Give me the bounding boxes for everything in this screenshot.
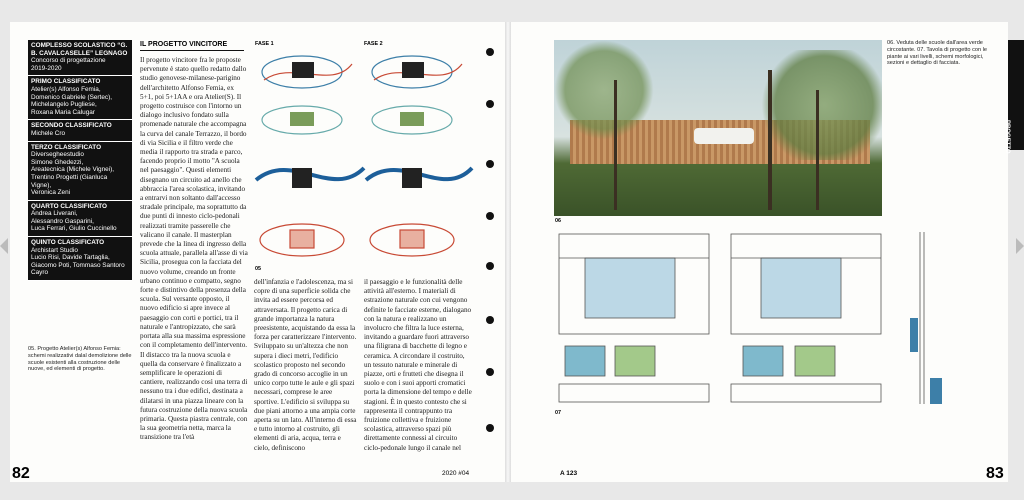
floor-plans-svg — [558, 233, 882, 403]
next-page-icon[interactable] — [1016, 238, 1024, 254]
credit-title: COMPLESSO SCOLASTICO “G. B. CAVALCASELLE… — [31, 42, 128, 57]
credit-line: Cayro — [31, 269, 49, 277]
binding-hole — [486, 424, 494, 432]
phase-2-label: FASE 2 — [364, 41, 383, 47]
figure-number-06: 06 — [555, 218, 561, 224]
facade-detail-drawing — [890, 228, 1000, 408]
credit-line: Veronica Zeni — [31, 189, 71, 197]
credit-line: Alessandro Gasparini, — [31, 217, 94, 225]
credit-line: Areatecnica (Michele Vignei), — [31, 166, 115, 174]
binding-hole — [486, 316, 494, 324]
credit-line: Domenico Gabriele (Sertec), — [31, 93, 112, 101]
page-number-right: 83 — [986, 465, 1004, 482]
credit-line: Trentino Progetti (Gianluca Vigne), — [31, 173, 108, 189]
text-column-3: il paesaggio e le funzionalità delle att… — [364, 278, 472, 456]
phase-1-label: FASE 1 — [255, 41, 274, 47]
credit-title: QUINTO CLASSIFICATO — [31, 239, 105, 247]
credit-title: SECONDO CLASSIFICATO — [31, 122, 112, 130]
credit-line: Archistart Studio — [31, 246, 78, 254]
body-text-3: il paesaggio e le funzionalità delle att… — [364, 278, 472, 452]
magazine-name: A 123 — [560, 470, 578, 477]
figure-number-05: 05 — [255, 266, 261, 272]
tree-trunk — [816, 90, 819, 210]
credit-line: Atelier(s) Alfonso Femia, — [31, 85, 101, 93]
credit-line: Giacomo Poti, Tommaso Santoro — [31, 261, 125, 269]
text-column-1: Il progetto vincitore fra le proposte pe… — [140, 56, 248, 456]
phase-diagrams: FASE 1 FASE 2 05 — [252, 40, 474, 272]
credit-line: Simone Ghedezzi, — [31, 158, 84, 166]
section-title: IL PROGETTO VINCITORE — [140, 41, 244, 51]
credit-line: Michelangelo Pugliese, — [31, 101, 97, 109]
tree-trunk — [614, 80, 617, 210]
body-text-2: dell'infanzia e l'adolescenza, ma si cop… — [254, 278, 357, 452]
binding-hole — [486, 160, 494, 168]
credit-line: Lucio Risi, Davide Tartaglia, — [31, 254, 110, 262]
tree-canopy — [554, 40, 654, 140]
credit-title: QUARTO CLASSIFICATO — [31, 202, 107, 210]
page-number-left: 82 — [12, 465, 30, 482]
credits-sidebar: COMPLESSO SCOLASTICO “G. B. CAVALCASELLE… — [28, 40, 132, 282]
facade-section-svg — [910, 232, 942, 404]
credit-line: Diversegheestudio — [31, 151, 84, 159]
credit-line: Michele Cro — [31, 129, 66, 137]
binding-hole — [486, 368, 494, 376]
section-tab: PROGETTO — [1004, 40, 1024, 154]
phase-diagram-drawing — [254, 55, 474, 257]
binding-hole — [486, 212, 494, 220]
credit-block: COMPLESSO SCOLASTICO “G. B. CAVALCASELLE… — [28, 40, 132, 77]
section-tab-label: PROGETTO — [1004, 120, 1010, 154]
school-render-image — [554, 40, 882, 216]
figure-caption-05: 05. Progetto Atelier(s) Alfonso Femia: s… — [28, 346, 132, 373]
credit-line: Concorso di progettazione — [31, 57, 106, 65]
binding-hole — [486, 48, 494, 56]
tree-trunk — [768, 70, 772, 210]
credit-line: Roxana Maria Calugar — [31, 108, 95, 116]
figure-number-07: 07 — [555, 410, 561, 416]
binding-hole — [486, 100, 494, 108]
text-column-2: dell'infanzia e l'adolescenza, ma si cop… — [254, 278, 358, 456]
binding-hole — [486, 262, 494, 270]
canopy — [694, 128, 754, 144]
credit-title: PRIMO CLASSIFICATO — [31, 78, 101, 86]
credit-title: TERZO CLASSIFICATO — [31, 143, 102, 151]
floor-plans-drawing — [555, 228, 885, 408]
book-spine — [505, 22, 511, 482]
credit-line: Luca Ferrari, Giulio Cuccinello — [31, 225, 117, 233]
body-text-1: Il progetto vincitore fra le proposte pe… — [140, 56, 248, 442]
credit-line: 2019-2020 — [31, 64, 62, 72]
previous-page-icon[interactable] — [0, 238, 8, 254]
credit-line: Andrea Liverani, — [31, 210, 78, 218]
issue-number: 2020 #04 — [442, 470, 470, 477]
figure-caption-06-07: 06. Veduta delle scuole dall'area verde … — [887, 40, 988, 67]
